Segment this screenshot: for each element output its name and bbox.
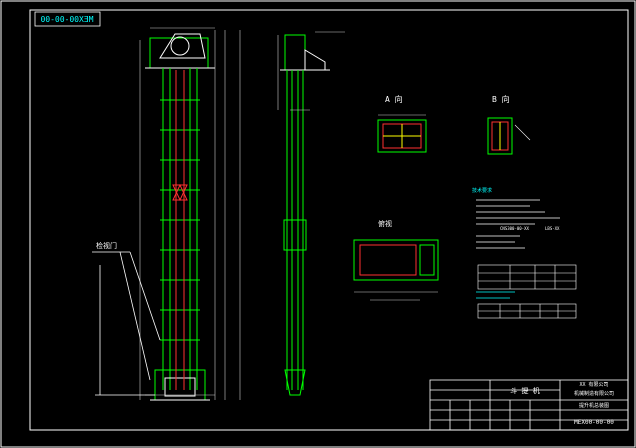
- top-view-section: [353, 239, 439, 301]
- drawing-frame: [29, 9, 629, 431]
- elevator-front-internal: [172, 70, 188, 390]
- parameter-table-1: [477, 264, 577, 290]
- view-a-section: [377, 114, 427, 153]
- title-block-subtitle: 提升机总装图: [579, 402, 609, 409]
- tech-notes-heading: 技术要求: [472, 187, 492, 194]
- title-block: [429, 379, 629, 431]
- tech-notes-lines: [476, 199, 560, 249]
- title-block-name: 斗 提 机: [510, 386, 539, 395]
- elevator-front-view: [145, 33, 215, 401]
- title-block-company-1: XX 有限公司: [579, 381, 608, 388]
- parameter-list: [476, 291, 515, 299]
- top-view-label: 俯视: [378, 219, 392, 228]
- inspection-door-label: 检视门: [96, 241, 117, 250]
- drawing-code-mirrored: MEX00-00-00: [40, 15, 93, 24]
- title-block-company-2: 机械制造有限公司: [574, 390, 614, 397]
- view-b-section: [487, 117, 531, 155]
- title-block-code: MEX00-00-00: [574, 419, 614, 426]
- side-view-dimensions: [277, 31, 345, 111]
- tech-notes-spec-short: LBS-XX: [545, 226, 560, 231]
- front-view-dimensions: [139, 27, 241, 400]
- view-a-label: A 向: [385, 94, 403, 104]
- view-b-label: B 向: [492, 94, 510, 104]
- tech-notes-spec: CNS300-00-XX: [500, 226, 529, 231]
- inspection-door-annotation: [92, 251, 161, 396]
- code-box: [34, 11, 101, 27]
- parameter-table-2: [477, 303, 577, 319]
- elevator-side-view: [280, 34, 330, 396]
